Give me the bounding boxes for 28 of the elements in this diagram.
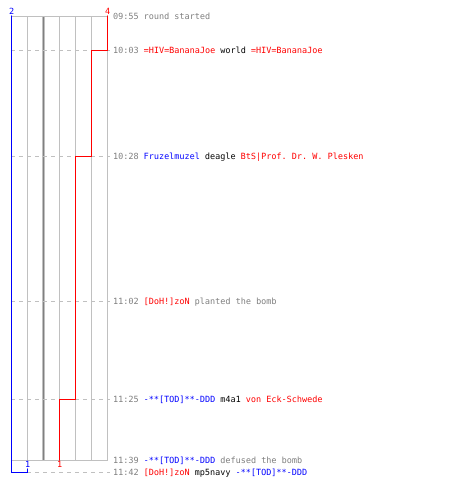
player-name: -**[TOD]**-DDD (144, 456, 216, 466)
player-name: =HIV=BananaJoe (144, 46, 216, 56)
player-count: 4 (104, 8, 110, 16)
player-name: [DoH!]zoN (144, 296, 190, 306)
player-name: [DoH!]zoN (144, 468, 190, 478)
player-name: -**[TOD]**-DDD (144, 394, 216, 404)
time-label: 10:03 (113, 46, 139, 56)
weapon-name: deagle (204, 152, 236, 162)
player-count: 1 (24, 460, 30, 468)
weapon-name: m4a1 (220, 394, 241, 404)
player-count: 2 (8, 8, 14, 16)
player-name: von Eck-Schwede (246, 394, 322, 404)
weapon-name: mp5navy (194, 468, 230, 478)
event-text: defused the bomb (220, 456, 302, 466)
event-text: round started (144, 12, 210, 22)
time-label: 09:55 (113, 12, 139, 22)
time-label: 11:39 (113, 456, 139, 466)
time-label: 11:42 (113, 468, 139, 478)
time-label: 10:28 (113, 152, 139, 162)
player-name: Fruzelmuzel (144, 152, 200, 162)
event-text: planted the bomb (194, 296, 277, 306)
player-name: =HIV=BananaJoe (250, 46, 322, 56)
player-name: BtS|Prof. Dr. W. Plesken (240, 152, 364, 162)
time-label: 11:25 (113, 394, 139, 404)
weapon-name: world (220, 46, 246, 56)
time-label: 11:02 (113, 296, 139, 306)
player-name: -**[TOD]**-DDD (235, 468, 308, 478)
player-count: 1 (56, 460, 62, 468)
